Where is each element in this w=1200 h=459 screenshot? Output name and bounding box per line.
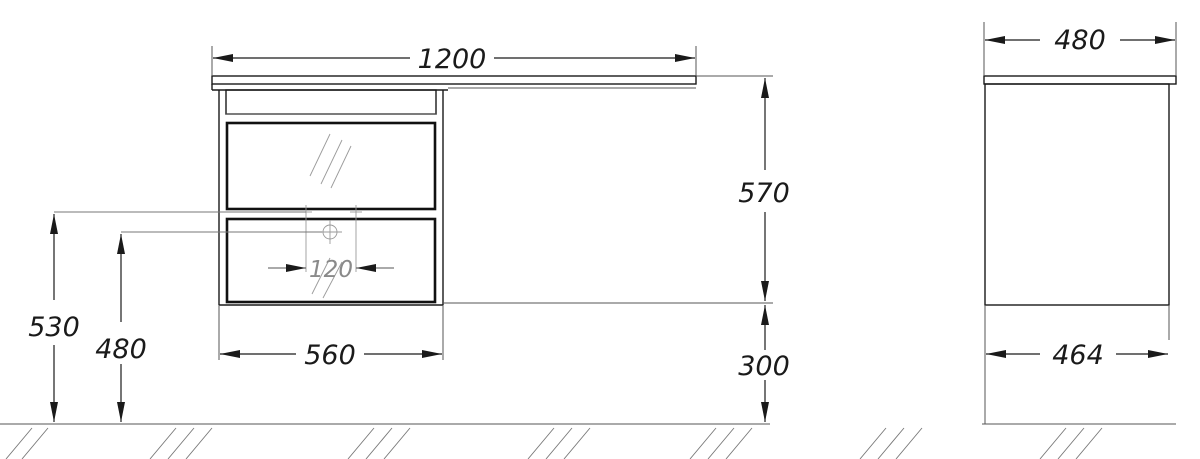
dim-pipe-spacing: 120	[268, 257, 394, 283]
dim-depth-top-label: 480	[1054, 25, 1106, 56]
dim-top-width: 1200	[211, 44, 697, 76]
drawer-upper	[225, 121, 437, 211]
floor	[0, 423, 1176, 459]
dim-pipe-height-outer-label: 530	[28, 312, 80, 343]
side-view: 480 464	[983, 22, 1177, 424]
side-cabinet	[984, 83, 1170, 306]
dim-leg-height: 300	[738, 305, 790, 422]
dim-cabinet-width: 560	[218, 305, 444, 371]
dim-pipe-height-outer: 530	[28, 214, 80, 422]
dim-cabinet-height: 570	[738, 78, 790, 301]
countertop	[211, 75, 773, 91]
dim-leg-height-label: 300	[738, 351, 790, 382]
cabinet-body	[218, 89, 773, 306]
dim-depth-bottom-label: 464	[1052, 340, 1104, 371]
glass-reflection-lower	[311, 257, 343, 299]
dim-cabinet-height-label: 570	[738, 178, 790, 209]
glass-reflection-upper	[309, 133, 352, 189]
dim-top-width-label: 1200	[418, 44, 487, 75]
drawer-lower	[225, 217, 437, 304]
dim-cabinet-width-label: 560	[304, 340, 356, 371]
dim-depth-bottom: 464	[986, 340, 1168, 371]
floor-hatch	[5, 427, 1103, 459]
dim-pipe-height-inner-label: 480	[95, 334, 147, 365]
dim-pipe-spacing-label: 120	[309, 257, 353, 283]
front-view: 120 1200 570 300 560	[28, 44, 790, 422]
dim-depth-top: 480	[983, 22, 1177, 76]
side-countertop	[983, 75, 1177, 85]
dim-pipe-height-inner: 480	[95, 234, 147, 422]
